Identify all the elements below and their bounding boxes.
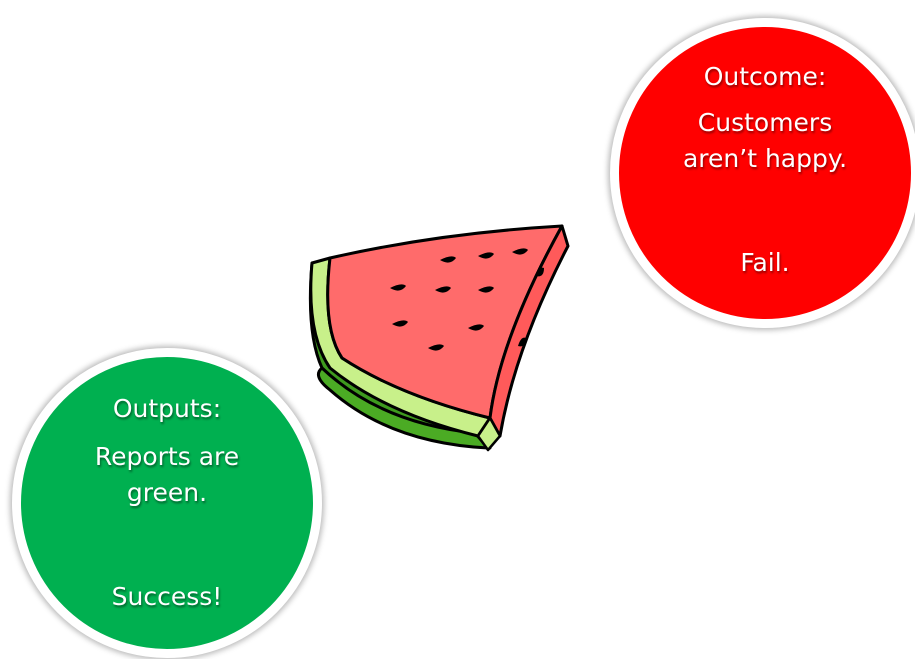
outputs-line-2: green. [126, 478, 208, 507]
outputs-circle: Outputs: Reports are green. Success! [12, 348, 322, 658]
outcome-heading: Outcome: [703, 62, 827, 91]
outputs-heading: Outputs: [112, 394, 222, 423]
watermelon-slice-icon [308, 224, 570, 452]
outcome-line-1: Customers [697, 108, 833, 137]
outcome-line-2: aren’t happy. [682, 144, 848, 173]
outcome-status: Fail. [740, 248, 790, 277]
outputs-line-1: Reports are [94, 442, 240, 471]
outputs-status: Success! [111, 582, 223, 611]
outcome-circle: Outcome: Customers aren’t happy. Fail. [610, 18, 915, 328]
